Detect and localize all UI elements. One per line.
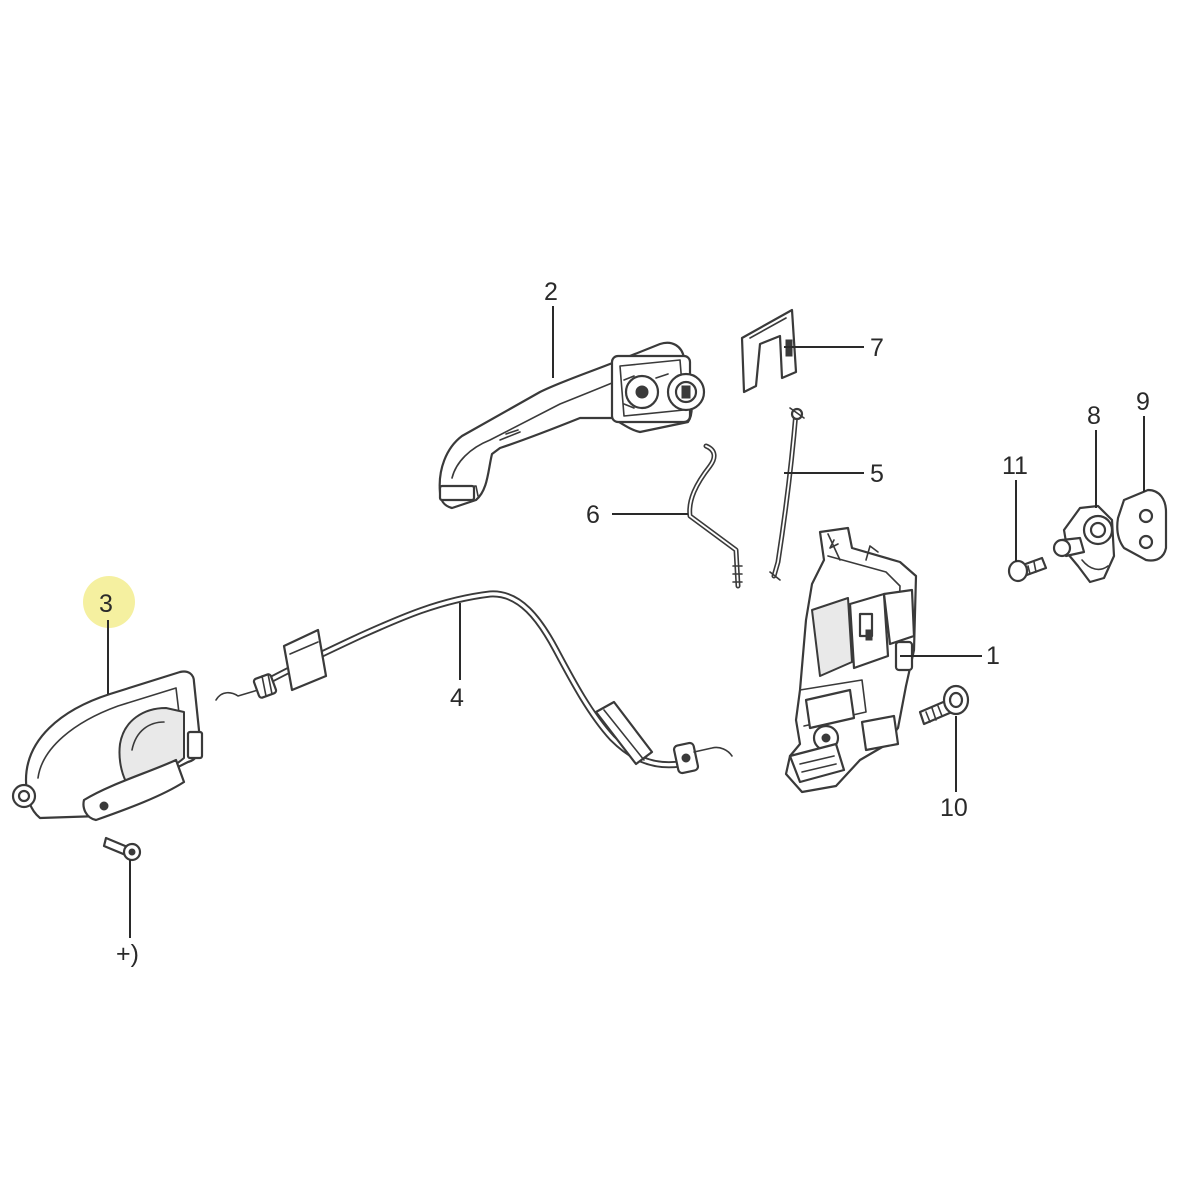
leader-lines bbox=[107, 306, 1145, 938]
lock-cylinder-bracket bbox=[1052, 504, 1116, 584]
callout-10: 10 bbox=[940, 794, 968, 822]
handle-screw bbox=[102, 836, 142, 862]
callout-8: 8 bbox=[1087, 402, 1101, 430]
callout-7: 7 bbox=[870, 334, 884, 362]
callout-6: 6 bbox=[586, 501, 600, 529]
lock-rod bbox=[687, 443, 743, 589]
callout-3: 3 bbox=[99, 590, 113, 618]
inside-door-handle bbox=[11, 670, 204, 822]
linkage-rod bbox=[769, 407, 805, 581]
callout-4: 4 bbox=[450, 684, 464, 712]
lock-bolt bbox=[918, 684, 970, 726]
door-lock-actuator bbox=[784, 526, 918, 794]
callout-note: +) bbox=[116, 940, 139, 968]
retaining-clip bbox=[740, 308, 798, 394]
cylinder-screw bbox=[1007, 556, 1048, 583]
outside-door-handle bbox=[438, 341, 706, 510]
callout-labels: 1 2 3 4 5 6 7 8 9 10 11 +) bbox=[99, 278, 1150, 968]
callout-2: 2 bbox=[544, 278, 558, 306]
release-cable bbox=[215, 590, 733, 775]
callout-9: 9 bbox=[1136, 388, 1150, 416]
callout-3-highlight bbox=[83, 576, 135, 628]
gasket-plate bbox=[1116, 488, 1168, 562]
callout-11: 11 bbox=[1002, 452, 1028, 480]
callout-5: 5 bbox=[870, 460, 884, 488]
callout-1: 1 bbox=[986, 642, 1000, 670]
